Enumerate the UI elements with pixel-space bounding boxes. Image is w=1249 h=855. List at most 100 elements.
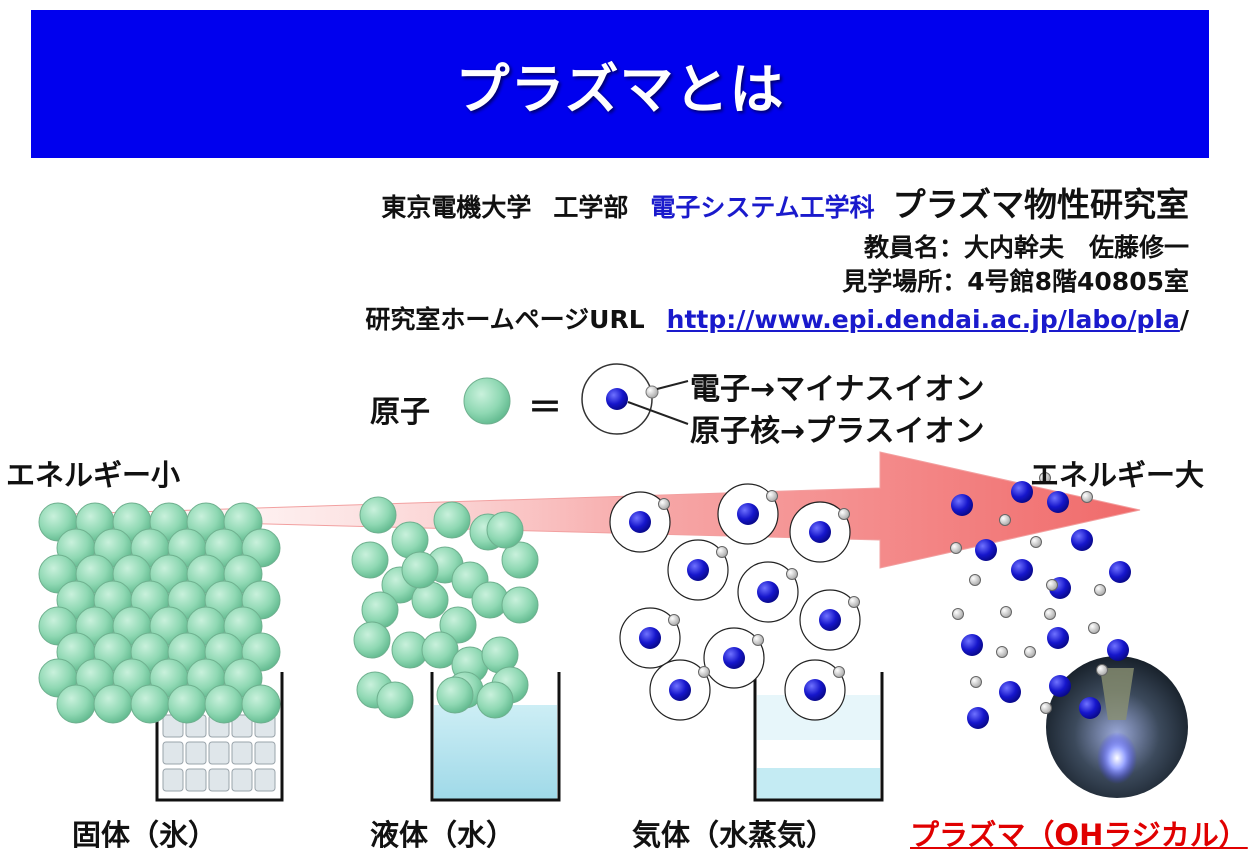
ice-cube: [254, 741, 276, 765]
liquid-atom: [353, 621, 391, 659]
liquid-atom: [433, 501, 471, 539]
plasma-nucleus: [999, 681, 1021, 703]
legend-electron-label: 電子→マイナスイオン: [690, 372, 985, 407]
gas-atom-nucleus: [669, 679, 691, 701]
liquid-atoms: [351, 496, 539, 719]
gas-atom-electron: [716, 546, 728, 558]
gas-atom-electron: [668, 614, 680, 626]
liquid-atom: [501, 586, 539, 624]
plasma-photo: [1046, 656, 1188, 798]
legend-equals: ＝: [528, 388, 562, 428]
ice-cube: [208, 741, 230, 765]
gas-atom-electron: [658, 498, 670, 510]
water-container: [430, 672, 561, 802]
plasma-particles: [950, 472, 1131, 729]
plasma-electron: [950, 542, 962, 554]
legend-atom-label: 原子: [370, 395, 430, 430]
affiliation-line: 東京電機大学工学部電子システム工学科プラズマ物性研究室: [381, 178, 1189, 226]
solid-atom: [93, 684, 133, 724]
plasma-electron: [1046, 579, 1058, 591]
ice-cube: [254, 768, 276, 792]
plasma-nucleus: [951, 494, 973, 516]
liquid-atom: [401, 551, 439, 589]
homepage-label: 研究室ホームページURL: [365, 305, 645, 334]
liquid-atom: [436, 676, 474, 714]
plasma-electron: [996, 646, 1008, 658]
plasma-electron: [1030, 536, 1042, 548]
plasma-nucleus: [1109, 561, 1131, 583]
plasma-electron: [1040, 702, 1052, 714]
plasma-electron: [1024, 646, 1036, 658]
solid-atom: [130, 684, 170, 724]
ice-cube: [185, 741, 207, 765]
liquid-caption: 液体（水）: [370, 818, 516, 852]
plasma-nucleus: [1049, 675, 1071, 697]
plasma-nucleus: [1047, 627, 1069, 649]
solid-atoms: [38, 502, 281, 724]
ice-cube: [231, 741, 253, 765]
legend-electron: [645, 385, 659, 399]
plasma-electron: [1039, 472, 1051, 484]
solid-atom: [56, 684, 96, 724]
plasma-electron: [1096, 664, 1108, 676]
plasma-nucleus: [1047, 491, 1069, 513]
homepage-line: 研究室ホームページURL http://www.epi.dendai.ac.jp/…: [365, 300, 1189, 336]
plasma-nucleus: [1011, 481, 1033, 503]
ice-cube: [185, 768, 207, 792]
energy-high-label: エネルギー大: [1030, 458, 1205, 492]
liquid-atom: [486, 511, 524, 549]
plasma-nucleus: [1079, 697, 1101, 719]
legend-atom-ball: [463, 377, 511, 425]
title-banner: プラズマとは: [31, 10, 1209, 158]
legend-nucleus-label: 原子核→プラスイオン: [690, 414, 985, 449]
legend-nucleus: [606, 388, 628, 410]
liquid-atom: [376, 681, 414, 719]
gas-atom-nucleus: [804, 679, 826, 701]
gas-atom-nucleus: [629, 511, 651, 533]
gas-atom-electron: [833, 666, 845, 678]
gas-atom-nucleus: [737, 503, 759, 525]
plasma-nucleus: [1107, 639, 1129, 661]
gas-atom-electron: [838, 508, 850, 520]
plasma-electron: [1088, 622, 1100, 634]
ice-cube: [208, 768, 230, 792]
page-title: プラズマとは: [455, 57, 785, 121]
ice-cube: [231, 768, 253, 792]
ice-container: [155, 672, 284, 802]
plasma-nucleus: [967, 707, 989, 729]
faculty-name: 工学部: [553, 193, 629, 222]
solid-atom: [204, 684, 244, 724]
liquid-atom: [421, 631, 459, 669]
plasma-nucleus: [961, 634, 983, 656]
liquid-atom: [476, 681, 514, 719]
plasma-nucleus: [975, 539, 997, 561]
solid-atom: [241, 684, 281, 724]
plasma-electron: [952, 608, 964, 620]
legend-nucleus-pointer: [627, 401, 689, 425]
liquid-atom: [501, 541, 539, 579]
gas-atom-nucleus: [809, 521, 831, 543]
homepage-link[interactable]: http://www.epi.dendai.ac.jp/labo/pla: [666, 305, 1180, 334]
gas-atom-nucleus: [687, 559, 709, 581]
gas-atom-nucleus: [639, 627, 661, 649]
faculty-members: 教員名：大内幹夫 佐藤修一: [863, 233, 1189, 262]
gas-atom-electron: [766, 490, 778, 502]
gas-atom-electron: [786, 568, 798, 580]
plasma-caption: プラズマ（OHラジカル）: [910, 818, 1248, 852]
url-trailing-slash: /: [1179, 305, 1189, 334]
plasma-electron: [1000, 606, 1012, 618]
plasma-electron: [1081, 491, 1093, 503]
gas-caption: 気体（水蒸気）: [632, 818, 836, 852]
ice-cube: [231, 714, 253, 738]
plasma-electron: [969, 574, 981, 586]
gas-atom-electron: [848, 596, 860, 608]
university-name: 東京電機大学: [381, 193, 532, 222]
solid-caption: 固体（氷）: [72, 818, 218, 852]
liquid-atom: [351, 541, 389, 579]
plasma-electron: [1094, 584, 1106, 596]
gas-atom-nucleus: [819, 609, 841, 631]
plasma-electron: [970, 676, 982, 688]
solid-atom: [167, 684, 207, 724]
gas-atom-electron: [698, 666, 710, 678]
